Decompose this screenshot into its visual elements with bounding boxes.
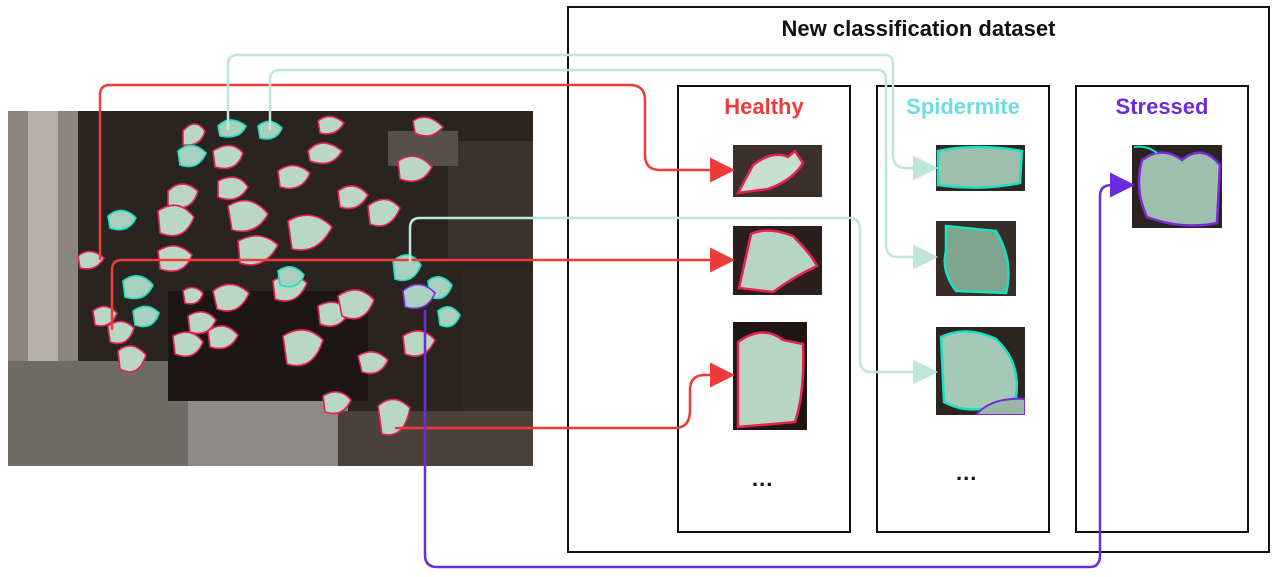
spidermite-title: Spidermite <box>906 94 1020 119</box>
stressed-title: Stressed <box>1115 94 1209 119</box>
healthy-title: Healthy <box>724 94 804 119</box>
dataset-title: New classification dataset <box>781 16 1056 41</box>
spidermite-ellipsis: ... <box>956 460 978 485</box>
stressed-leaf-crop-1 <box>1132 145 1222 228</box>
healthy-leaf-crop-3 <box>733 322 807 430</box>
healthy-leaf-crop-1 <box>733 145 822 197</box>
healthy-ellipsis: ... <box>752 466 774 491</box>
spidermite-leaf-crop-1 <box>936 145 1025 191</box>
spidermite-leaf-crop-2 <box>936 221 1016 296</box>
source-plant-photo <box>8 111 533 466</box>
spidermite-leaf-crop-3 <box>936 327 1025 415</box>
healthy-leaf-crop-2 <box>733 226 822 295</box>
